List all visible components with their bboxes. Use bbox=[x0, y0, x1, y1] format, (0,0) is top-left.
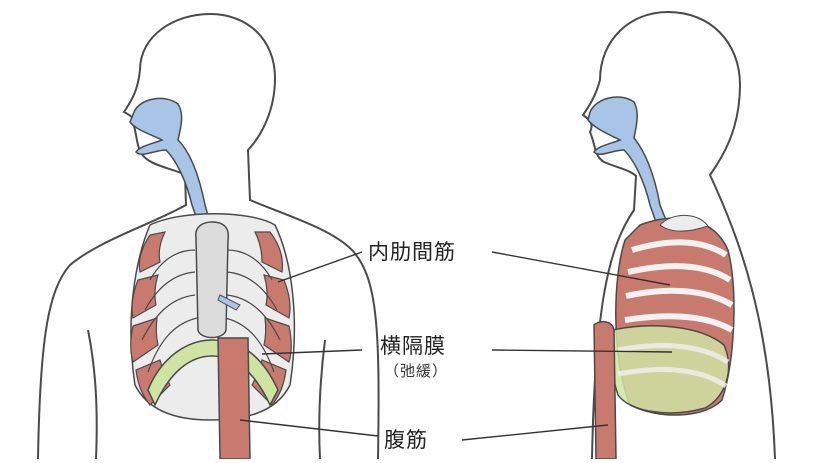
label-diaphragm-state: （弛緩） bbox=[384, 362, 449, 380]
front-figure bbox=[37, 12, 380, 460]
side-airway bbox=[587, 96, 670, 229]
leader-diaphragm-front bbox=[261, 349, 363, 355]
side-figure bbox=[581, 10, 776, 460]
label-abdominal: 腹筋 bbox=[384, 428, 428, 452]
side-lung-top bbox=[659, 214, 709, 232]
leader-intercostal-front bbox=[277, 251, 363, 283]
front-bronchi bbox=[217, 294, 241, 311]
front-abdominal-muscle bbox=[217, 337, 251, 460]
leader-abdominal-side bbox=[461, 424, 609, 441]
leader-lines bbox=[239, 251, 673, 441]
front-intercostal-right bbox=[251, 231, 292, 406]
front-airway bbox=[129, 97, 216, 243]
side-ribs bbox=[624, 239, 734, 333]
side-abdominal-muscle bbox=[593, 320, 617, 460]
leader-intercostal-side bbox=[491, 251, 671, 286]
side-body-outline bbox=[581, 10, 776, 460]
label-diaphragm: 横隔膜 bbox=[380, 334, 446, 358]
leader-abdominal-front bbox=[239, 419, 379, 437]
leader-diaphragm-side bbox=[491, 349, 673, 353]
front-arm-left bbox=[87, 329, 98, 460]
front-ribs bbox=[141, 249, 281, 373]
front-sternum bbox=[195, 221, 230, 339]
side-diaphragm-ribs bbox=[617, 343, 730, 389]
front-body-outline bbox=[37, 12, 380, 460]
front-arm-right bbox=[318, 339, 326, 460]
label-intercostal: 内肋間筋 bbox=[368, 240, 456, 264]
